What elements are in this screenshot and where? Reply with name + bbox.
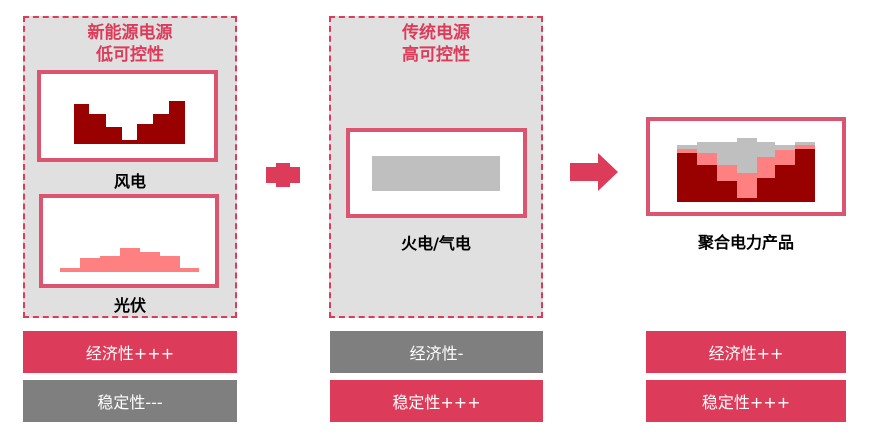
aggregate-stability: 稳定性+++ (646, 380, 846, 422)
solar-label: 光伏 (113, 296, 146, 315)
plus-icon (266, 163, 300, 187)
aggregate-darkred-layer (677, 149, 815, 202)
traditional-title-line1: 传统电源 (402, 23, 470, 43)
renewable-stability: 稳定性--- (23, 380, 237, 422)
arrow-right-icon (570, 153, 618, 191)
aggregate-label: 聚合电力产品 (697, 233, 794, 252)
thermal-label: 火电/气电 (401, 234, 471, 253)
traditional-stability: 稳定性+++ (330, 380, 543, 422)
renewable-economy: 经济性+++ (23, 331, 237, 373)
wind-label: 风电 (113, 172, 146, 191)
traditional-title: 传统电源 高可控性 (329, 22, 543, 66)
renewable-title: 新能源电源 低可控性 (23, 22, 237, 66)
renewable-title-line1: 新能源电源 (87, 23, 173, 43)
renewable-title-line2: 低可控性 (96, 45, 164, 65)
thermal-output-shape (372, 156, 500, 191)
traditional-title-line2: 高可控性 (402, 45, 470, 65)
solar-chart-frame (39, 194, 219, 288)
aggregate-economy: 经济性++ (646, 331, 846, 373)
traditional-economy: 经济性- (330, 331, 543, 373)
